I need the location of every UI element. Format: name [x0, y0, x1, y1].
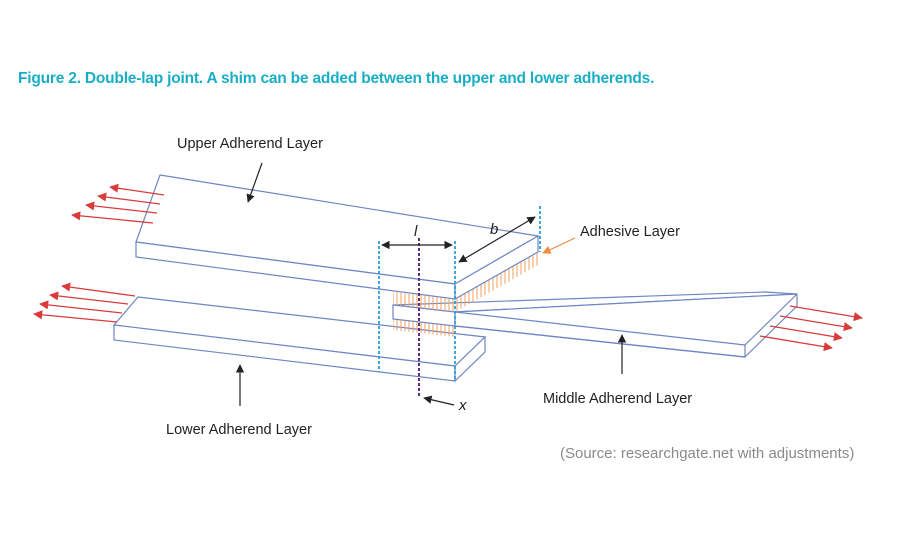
source-credit: (Source: researchgate.net with adjustmen… [560, 445, 855, 462]
force-arrows-lower-left [33, 282, 136, 323]
upper-adherend-label: Upper Adherend Layer [177, 136, 323, 152]
axis-x-label: x [458, 397, 467, 414]
lower-adherend-label: Lower Adherend Layer [166, 422, 312, 438]
overlap-dimension-lines [378, 206, 541, 380]
force-arrows-right [759, 305, 863, 352]
middle-adherend-label: Middle Adherend Layer [543, 391, 692, 407]
x-arrow [423, 395, 455, 406]
lower-adherend-plate [112, 296, 487, 383]
upper-adhesive-layer [393, 253, 538, 312]
upper-label-pointer [246, 162, 263, 203]
adhesive-label-pointer [542, 237, 576, 254]
dim-b-arrow [458, 216, 536, 263]
force-arrows-upper-left [71, 183, 165, 224]
dim-b-label: b [490, 221, 498, 238]
figure-caption: Figure 2. Double-lap joint. A shim can b… [18, 70, 655, 87]
lower-adhesive-layer [393, 318, 455, 337]
upper-adherend-plate [135, 174, 540, 301]
adhesive-layer-label: Adhesive Layer [580, 224, 680, 240]
dim-l-label: l [414, 223, 418, 240]
